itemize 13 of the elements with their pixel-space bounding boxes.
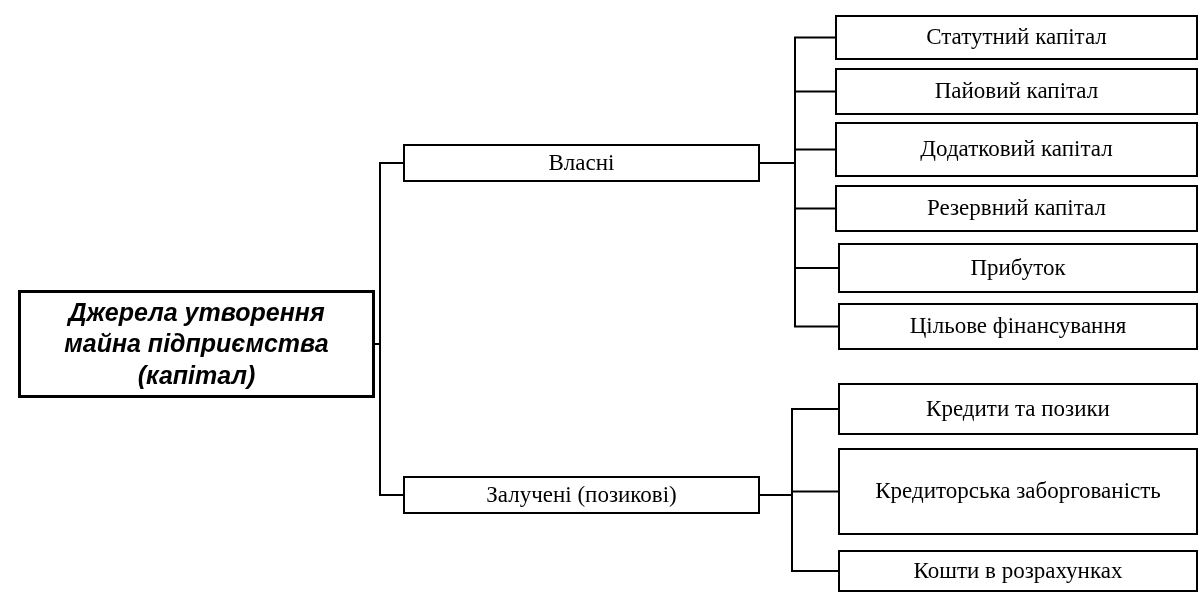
title-box: Джерела утворення майна підприємства (капітал) (18, 290, 375, 398)
category-box: Резервний капітал (835, 185, 1198, 232)
connector-line (759, 494, 839, 572)
category-box: Кошти в розрахунках (838, 550, 1198, 592)
category-box: Додатковий капітал (835, 122, 1198, 177)
category-box: Кредити та позики (838, 383, 1198, 435)
category-box: Статутний капітал (835, 15, 1198, 60)
category-box: Власні (403, 144, 760, 182)
category-box: Залучені (позикові) (403, 476, 760, 514)
category-box: Кредиторська заборгованість (838, 448, 1198, 535)
category-box: Цільове фінансування (838, 303, 1198, 350)
category-box: Пайовий капітал (835, 68, 1198, 115)
category-box: Прибуток (838, 243, 1198, 293)
